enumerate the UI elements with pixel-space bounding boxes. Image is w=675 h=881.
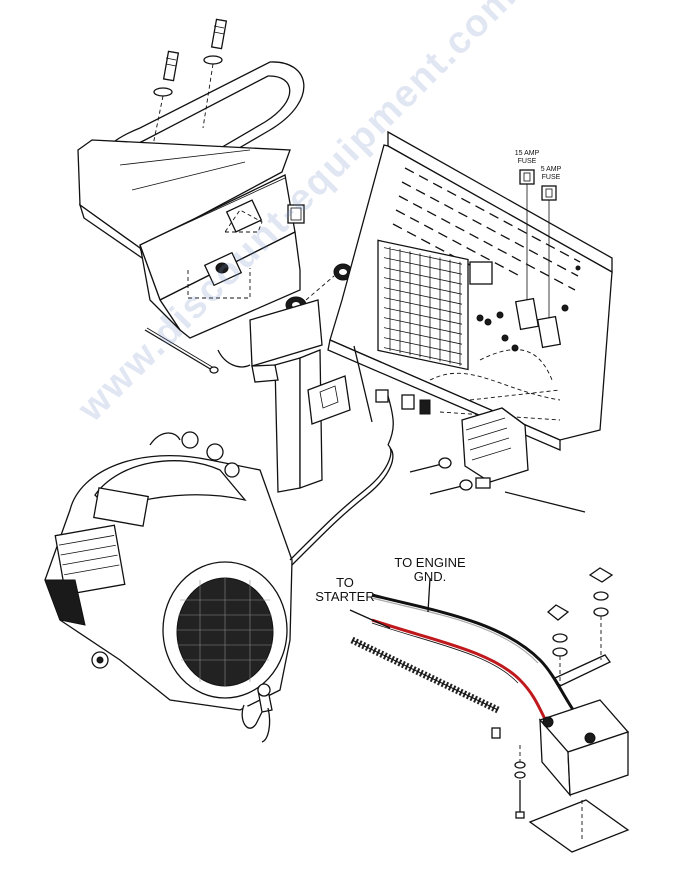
to-starter-label: TO STARTER bbox=[315, 575, 375, 605]
control-panel bbox=[327, 130, 613, 451]
hold-down-bracket bbox=[554, 654, 611, 687]
wing-nut-right bbox=[588, 567, 614, 583]
fuse-15-amp bbox=[519, 169, 535, 185]
regulator-bolts bbox=[409, 457, 586, 513]
battery-tray bbox=[528, 799, 630, 853]
fuse-15-amp-label: 15 AMP FUSE bbox=[514, 150, 540, 165]
battery-cables bbox=[349, 577, 582, 739]
harness-connector-1 bbox=[375, 389, 389, 403]
battery bbox=[514, 567, 630, 853]
handle-bracket-assembly bbox=[77, 18, 353, 339]
ignition-key bbox=[241, 683, 273, 743]
mount-plate bbox=[307, 375, 351, 425]
mesh-screen bbox=[377, 239, 469, 371]
to-engine-gnd-label: TO ENGINE GND. bbox=[394, 555, 466, 585]
fuse-holders bbox=[514, 169, 562, 349]
red-cable bbox=[371, 618, 550, 726]
fuse-5-amp-label: 5 AMP FUSE bbox=[540, 166, 562, 181]
panel-screws bbox=[476, 265, 581, 352]
fuse-5-amp bbox=[541, 185, 557, 201]
mount-connector bbox=[287, 204, 305, 224]
voltage-regulator bbox=[353, 345, 586, 513]
mount-switch bbox=[225, 199, 263, 233]
harness-connector-3 bbox=[419, 399, 431, 415]
wing-nut-left bbox=[546, 604, 570, 621]
mesh-grid bbox=[384, 246, 462, 366]
harness-connector-2 bbox=[401, 394, 415, 410]
top-bolts bbox=[149, 18, 228, 161]
support-post bbox=[144, 299, 351, 493]
engine bbox=[44, 431, 394, 743]
ground-cable bbox=[371, 593, 582, 721]
